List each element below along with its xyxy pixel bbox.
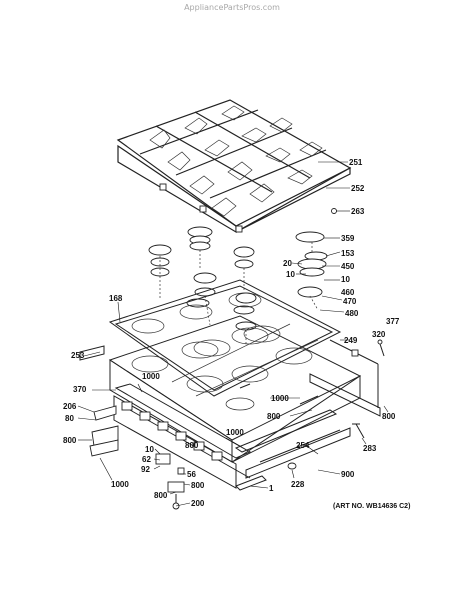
callout-900: 900 [341,470,355,479]
callout-1000-lower: 1000 [226,428,244,437]
callout-460: 460 [341,288,355,297]
callout-252: 252 [351,184,365,193]
burner-assembly [148,226,328,345]
callout-359: 359 [341,234,355,243]
callout-80: 80 [65,414,74,423]
callout-254: 254 [296,441,310,450]
callout-249: 249 [344,336,358,345]
leader-lines [77,161,389,507]
callout-10-upper: 10 [286,270,295,279]
callout-206: 206 [63,402,77,411]
manifold-assembly [89,339,385,510]
callout-20: 20 [283,259,292,268]
callout-1: 1 [269,484,274,493]
callout-377: 377 [386,317,400,326]
callout-62: 62 [142,455,151,464]
callout-800-right: 800 [382,412,396,421]
callout-1000-bottom: 1000 [111,480,129,489]
callout-200: 200 [191,499,205,508]
callout-153: 153 [341,249,355,258]
callout-800-mid: 800 [185,441,199,450]
watermark-text: AppliancePartsPros.com [184,3,280,12]
callout-228: 228 [291,480,305,489]
callout-263: 263 [351,207,365,216]
callout-1000-upper: 1000 [142,372,160,381]
callout-800-center: 800 [267,412,281,421]
callout-370: 370 [73,385,87,394]
callout-800-left: 800 [63,436,77,445]
callout-251: 251 [349,158,363,167]
callout-450: 450 [341,262,355,271]
callout-800-low: 800 [154,491,168,500]
callout-480: 480 [345,309,359,318]
callout-10-lower: 10 [145,445,154,454]
cooktop-panel [108,279,342,397]
callout-1000-mid: 1000 [271,394,289,403]
callout-10-right: 10 [341,275,350,284]
grate-assembly [116,99,352,234]
callout-168: 168 [109,294,123,303]
art-number: (ART NO. WB14636 C2) [333,503,411,510]
callout-470: 470 [343,297,357,306]
callout-800-bottom: 800 [191,481,205,490]
callout-320: 320 [372,330,386,339]
callout-92: 92 [141,465,150,474]
callout-56: 56 [187,470,196,479]
callout-283: 283 [363,444,377,453]
callout-253: 253 [71,351,85,360]
